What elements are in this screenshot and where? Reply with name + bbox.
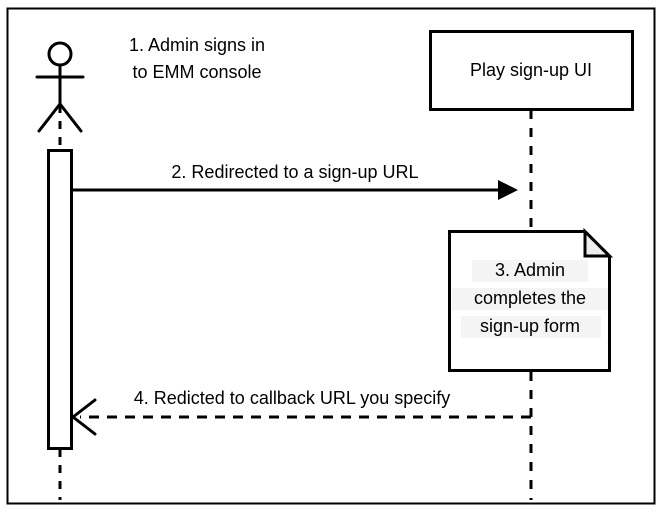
actor-stick-figure: [35, 41, 85, 133]
note-3-label-line2: completes the: [474, 288, 586, 308]
message-4-label: 4. Redicted to callback URL you specify: [134, 388, 451, 408]
participant-box-play-sign-up-ui: [429, 30, 634, 111]
message-4-arrowhead-icon: [71, 398, 97, 436]
note-3-line3-bg: [461, 316, 601, 338]
note-3-label-line1: 3. Admin: [495, 260, 565, 280]
actor-activation-bar: [47, 149, 73, 450]
message-2-label: 2. Redirected to a sign-up URL: [171, 162, 418, 182]
actor-label-line2: to EMM console: [132, 62, 261, 82]
note-3-line2-bg: [452, 288, 608, 310]
note-3-line1-bg: [472, 260, 588, 282]
actor-label-line1: 1. Admin signs in: [129, 35, 265, 55]
actor-right-leg-line: [58, 102, 83, 133]
actor-left-leg-line: [37, 102, 62, 133]
note-3-label-line3: sign-up form: [480, 316, 580, 336]
note-3: 3. Admin completes the sign-up form: [448, 227, 614, 372]
message-2-arrowhead-icon: [498, 180, 518, 200]
participant-label-play-sign-up-ui: Play sign-up UI: [470, 60, 592, 80]
note-3-fold-corner-icon: [583, 227, 614, 258]
